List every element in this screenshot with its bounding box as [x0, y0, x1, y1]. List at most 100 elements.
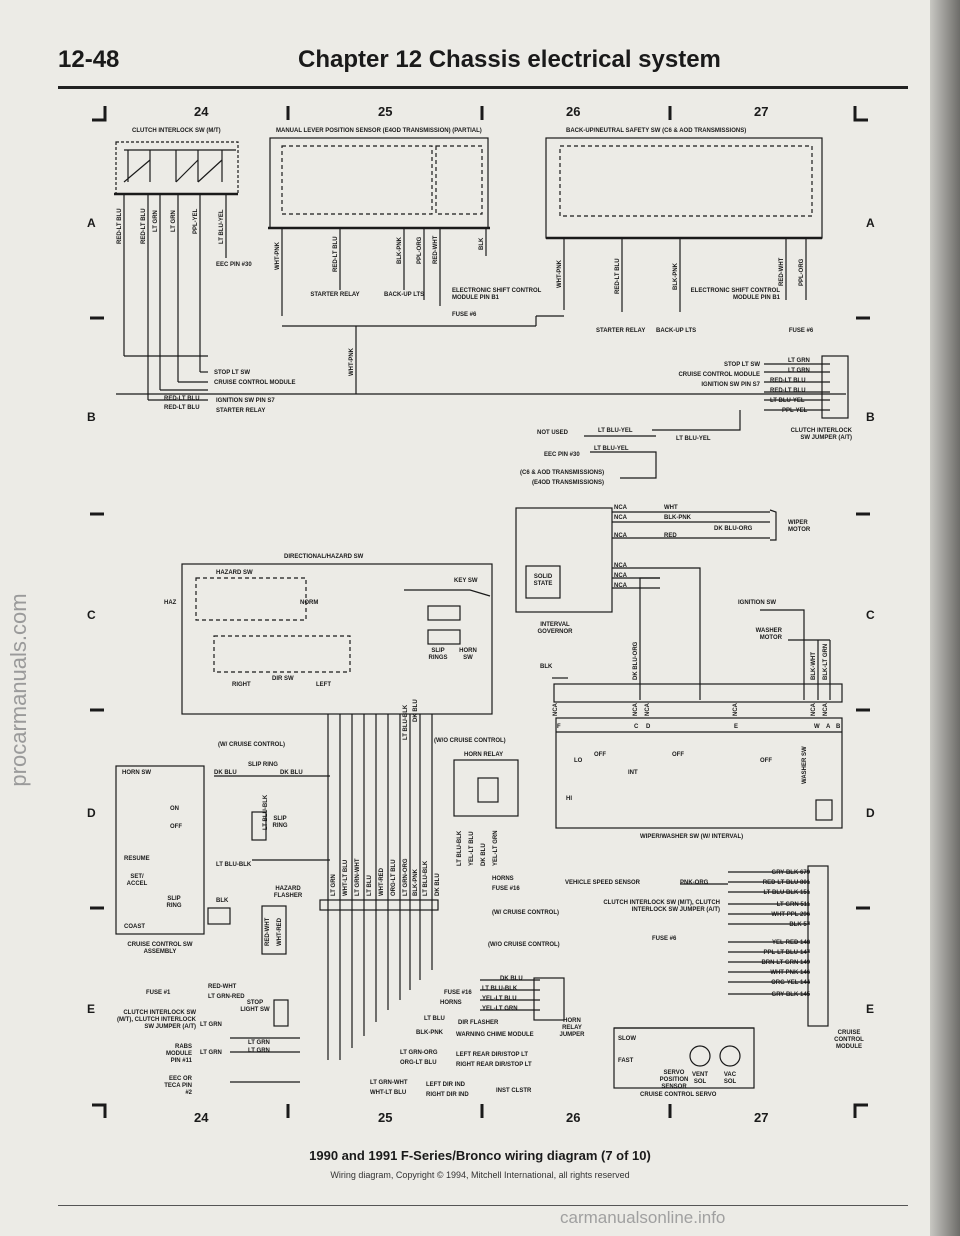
cruise-servo-title: CRUISE CONTROL SERVO — [640, 1092, 717, 1098]
ecm-pin-label-2: ELECTRONIC SHIFT CONTROL MODULE PIN B1 — [690, 288, 780, 301]
backup-lts-label-2: BACK-UP LTS — [656, 328, 697, 334]
dir-flasher-label: DIR FLASHER — [458, 1020, 499, 1026]
row-letter-right: E — [866, 1002, 875, 1016]
wire-label: NCA — [633, 703, 639, 716]
harness-label: LT BLU-BLK — [423, 860, 429, 896]
wo-cruise-e-label: (W/O CRUISE CONTROL) — [488, 942, 560, 948]
wire-label: LT BLU-BLK — [263, 794, 269, 830]
wire-label: PPL-YEL — [782, 408, 808, 414]
wire-label: RED-LT BLU — [770, 388, 806, 394]
connector-pin-label: F — [557, 724, 561, 730]
vac-sol-label: VAC SOL — [723, 1072, 737, 1085]
column-number-bottom: 26 — [566, 1110, 581, 1125]
solid-state-label: SOLID STATE — [533, 574, 553, 587]
clutch-interlock-left-label: CLUTCH INTERLOCK SW (M/T), CLUTCH INTERL… — [117, 1010, 196, 1030]
footer-rule — [58, 1205, 908, 1206]
corner-mark — [92, 106, 107, 122]
wire-label: LT GRN — [788, 358, 810, 364]
coast-label: COAST — [124, 924, 145, 930]
wire-label: YEL-LT GRN — [493, 830, 499, 866]
ignition-pin-label: IGNITION SW PIN S7 — [216, 398, 275, 404]
wire-label: LT BLU-BLK — [482, 986, 518, 992]
module-wire-label: YEL-RED 148 — [771, 940, 810, 946]
row-letter-right: B — [866, 410, 875, 424]
wire-label: DK BLU — [500, 976, 523, 982]
horn-relay-jumper-label: HORN RELAY JUMPER — [559, 1018, 585, 1038]
wire-label: NCA — [733, 703, 739, 716]
wire-label: YEL-LT BLU — [482, 996, 517, 1002]
nca-label: NCA — [614, 583, 627, 589]
wire-label: WHT — [664, 505, 678, 511]
wire-label: LT BLU — [424, 1016, 445, 1022]
wire-label: LT GRN — [200, 1022, 222, 1028]
connector-pin-label: B — [836, 724, 841, 730]
main-harness — [327, 714, 433, 1060]
vehicle-speed-label: VEHICLE SPEED SENSOR — [564, 880, 640, 886]
wire-label: DK BLU-ORG — [633, 641, 639, 680]
stop-lt-sw-label: STOP LT SW — [214, 370, 251, 376]
resume-label: RESUME — [124, 856, 150, 862]
wire-label: BLK-PNK — [397, 237, 403, 264]
wire-label: RED-LT BLU — [770, 378, 806, 384]
eec-pin-label: EEC PIN #30 — [216, 262, 252, 268]
harness-label: BLK-PNK — [413, 869, 419, 896]
right-label: RIGHT — [232, 682, 251, 688]
module-wire-label: GRY-BLK 145 — [771, 992, 810, 998]
module-wire-label: BRN-LT GRN 149 — [761, 960, 810, 966]
column-number-top: 24 — [194, 104, 209, 119]
harness-label: WHT-RED — [379, 868, 385, 896]
not-used-label: NOT USED — [536, 430, 568, 436]
cruise-control-sw-assembly-box — [115, 765, 205, 935]
connector-pin-label: W — [814, 724, 820, 730]
harness-label: ORG-LT BLU — [391, 859, 397, 896]
page-number: 12-48 — [58, 46, 120, 73]
wire-label: YEL-LT GRN — [482, 1006, 518, 1012]
wire-label: LT GRN-ORG — [400, 1050, 438, 1056]
c6-aod-label: (C6 & AOD TRANSMISSIONS) — [520, 470, 605, 476]
wire-label: BLK-PNK — [664, 515, 691, 521]
column-number-bottom: 27 — [754, 1110, 769, 1125]
wire-label: LT GRN — [153, 210, 159, 232]
stop-light-sw-label: STOP LIGHT SW — [240, 1000, 270, 1013]
directional-title: DIRECTIONAL/HAZARD SW — [284, 554, 364, 560]
ignition-sw-label: IGNITION SW — [738, 600, 776, 606]
column-number-top: 27 — [754, 104, 769, 119]
wire-label: RED-LT BLU — [117, 208, 123, 244]
servo-position-label: SERVO POSITION SENSOR — [659, 1070, 689, 1090]
module-wire-label: LT GRN 511 — [776, 902, 810, 908]
connector-pin-label: D — [646, 724, 651, 730]
norm-label: NORM — [300, 600, 319, 606]
row-letter-left: C — [87, 608, 96, 622]
fuse6-label: FUSE #6 — [452, 312, 477, 318]
section-title-clutch: CLUTCH INTERLOCK SW (M/T) — [132, 128, 221, 134]
column-number-top: 26 — [566, 104, 581, 119]
clutch-wires — [123, 194, 227, 400]
manual-lever-wires — [281, 228, 487, 316]
slip-rings-label: SLIP RINGS — [428, 648, 448, 661]
rabs-label: RABS MODULE PIN #11 — [166, 1044, 192, 1064]
inst-clstr-label: INST CLSTR — [496, 1088, 532, 1094]
wire-label: BLK — [216, 898, 229, 904]
left-label: LEFT — [316, 682, 331, 688]
connector-pin-label: C — [634, 724, 639, 730]
wire-label: DK BLU — [481, 843, 487, 866]
cruise-control-module-box — [807, 865, 829, 1027]
wo-cruise-label: (W/O CRUISE CONTROL) — [434, 738, 506, 744]
wiper-washer-sw-box — [555, 717, 843, 829]
wire-label: LT GRN-WHT — [370, 1080, 408, 1086]
wire-label: RED-LT BLU — [164, 405, 200, 411]
wire-label: RED-WHT — [433, 235, 439, 264]
nca-label: NCA — [614, 573, 627, 579]
wire-label: BLK — [479, 237, 485, 250]
backup-wires — [563, 238, 807, 312]
wire-label: ORG-LT BLU — [400, 1060, 437, 1066]
harness-label: LT GRN-ORG — [403, 858, 409, 896]
cruise-module-label: CRUISE CONTROL MODULE — [214, 380, 296, 386]
clutch-interlock-e-label: CLUTCH INTERLOCK SW (M/T), CLUTCH INTERL… — [603, 900, 720, 913]
w-cruise-e-label: (W/ CRUISE CONTROL) — [492, 910, 559, 916]
wire-label: WHT-PNK — [275, 242, 281, 270]
wiper-int-label: INT — [628, 770, 638, 776]
wire-label: LT GRN-RED — [208, 994, 245, 1000]
key-sw-label: KEY SW — [454, 578, 478, 584]
watermark-bottom: carmanualsonline.info — [560, 1208, 726, 1227]
